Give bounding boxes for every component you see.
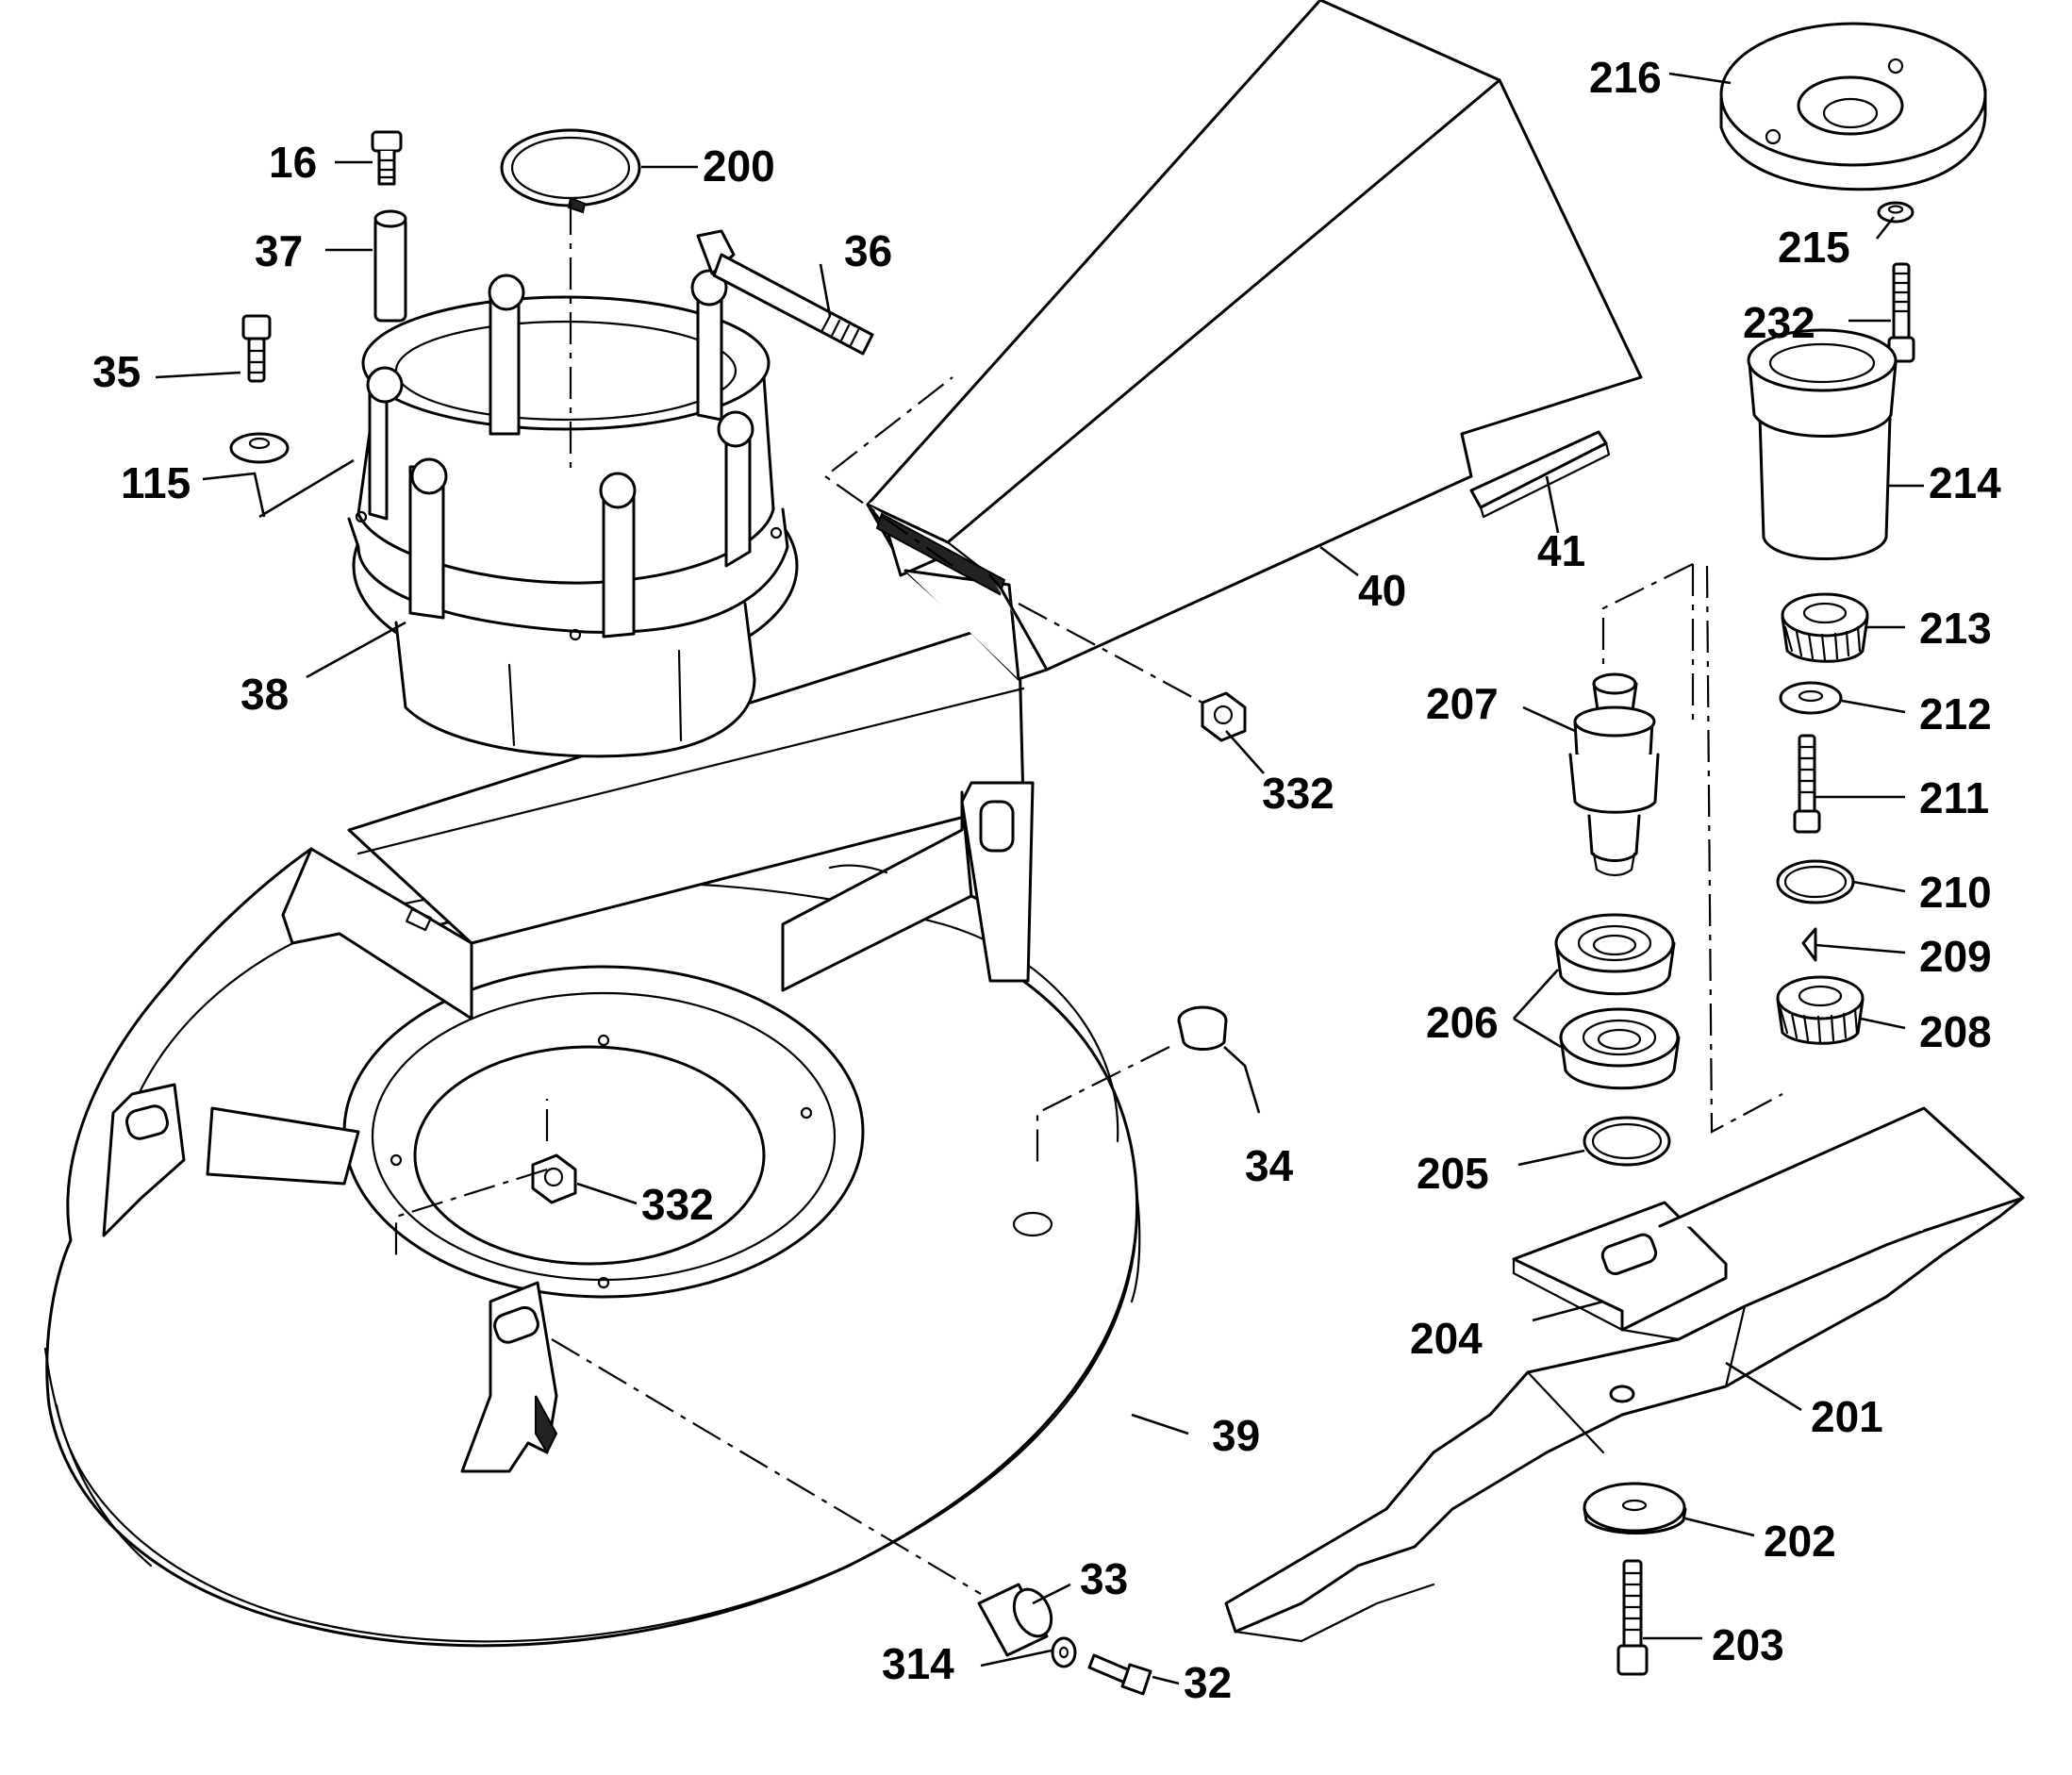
callout-32: 32 bbox=[1184, 1658, 1232, 1707]
callout-232: 232 bbox=[1743, 298, 1815, 347]
callout-211: 211 bbox=[1919, 773, 1989, 822]
callout-212: 212 bbox=[1919, 689, 1992, 738]
part-39-mower-deck bbox=[43, 616, 1141, 1648]
callout-41: 41 bbox=[1537, 526, 1585, 575]
part-232-bolt bbox=[1887, 262, 1915, 363]
callout-labels: 16 200 37 36 35 115 38 40 41 332 332 34 … bbox=[92, 53, 2001, 1707]
part-314-washer bbox=[1051, 1636, 1077, 1668]
part-38-motor-housing bbox=[347, 269, 799, 758]
part-41-rubber-strip bbox=[1469, 430, 1611, 519]
part-32-bolt bbox=[1087, 1653, 1152, 1696]
callout-332-lower: 332 bbox=[641, 1180, 714, 1229]
part-206-bearing-upper bbox=[1554, 913, 1676, 996]
callout-33: 33 bbox=[1080, 1554, 1128, 1603]
part-212-washer bbox=[1779, 681, 1843, 715]
callout-213: 213 bbox=[1919, 604, 1992, 653]
part-204-blade-adapter bbox=[1512, 1201, 1728, 1332]
part-115-washer bbox=[229, 432, 290, 464]
part-201-blade bbox=[1224, 1106, 2025, 1643]
callout-206: 206 bbox=[1426, 998, 1499, 1047]
part-207-shaft bbox=[1568, 672, 1660, 877]
part-214-sleeve bbox=[1747, 328, 1898, 560]
part-40-discharge-chute bbox=[866, 0, 1643, 681]
callout-16: 16 bbox=[269, 138, 317, 187]
part-332-nut-lower bbox=[531, 1153, 577, 1204]
callout-210: 210 bbox=[1919, 868, 1992, 917]
callout-39: 39 bbox=[1212, 1411, 1260, 1460]
part-35-bolt bbox=[241, 314, 272, 383]
callout-202: 202 bbox=[1764, 1517, 1836, 1566]
part-16-screw bbox=[371, 130, 403, 186]
part-37-pin bbox=[373, 209, 407, 323]
callout-37: 37 bbox=[255, 226, 303, 275]
callout-216: 216 bbox=[1589, 53, 1662, 102]
part-215-washer bbox=[1877, 201, 1915, 224]
callout-215: 215 bbox=[1778, 223, 1850, 272]
callout-209: 209 bbox=[1919, 932, 1992, 981]
part-209-key bbox=[1801, 927, 1817, 962]
leader-lines bbox=[155, 72, 1924, 1685]
callout-38: 38 bbox=[240, 670, 289, 719]
part-33-spacer bbox=[977, 1583, 1053, 1657]
callout-314: 314 bbox=[882, 1639, 954, 1688]
part-332-nut-upper bbox=[1201, 691, 1247, 742]
part-216-hub-plate bbox=[1719, 22, 1987, 191]
callout-332-upper: 332 bbox=[1262, 769, 1334, 818]
assembly-centerlines bbox=[394, 203, 1783, 1595]
part-34-plug bbox=[1177, 1005, 1228, 1051]
part-202-washer bbox=[1583, 1482, 1687, 1534]
part-210-snap-ring bbox=[1776, 859, 1855, 904]
callout-214: 214 bbox=[1929, 458, 2001, 507]
part-36-long-bolt bbox=[696, 229, 874, 356]
callout-34: 34 bbox=[1245, 1141, 1294, 1190]
part-205-snap-ring bbox=[1583, 1116, 1671, 1167]
part-208-gear bbox=[1776, 975, 1865, 1045]
callout-200: 200 bbox=[703, 141, 775, 191]
callout-207: 207 bbox=[1426, 679, 1499, 728]
part-213-gear bbox=[1781, 592, 1869, 663]
callout-203: 203 bbox=[1712, 1620, 1784, 1669]
callout-115: 115 bbox=[121, 458, 191, 507]
part-203-bolt bbox=[1616, 1559, 1649, 1676]
part-211-bolt bbox=[1793, 734, 1821, 834]
callout-204: 204 bbox=[1410, 1314, 1483, 1363]
callout-36: 36 bbox=[844, 226, 892, 275]
part-206-bearing-lower bbox=[1559, 1007, 1681, 1090]
callout-201: 201 bbox=[1811, 1392, 1883, 1441]
part-200-snap-ring bbox=[500, 128, 641, 214]
callout-35: 35 bbox=[92, 347, 141, 396]
callout-40: 40 bbox=[1358, 566, 1406, 615]
callout-208: 208 bbox=[1919, 1007, 1992, 1056]
callout-205: 205 bbox=[1417, 1149, 1489, 1198]
